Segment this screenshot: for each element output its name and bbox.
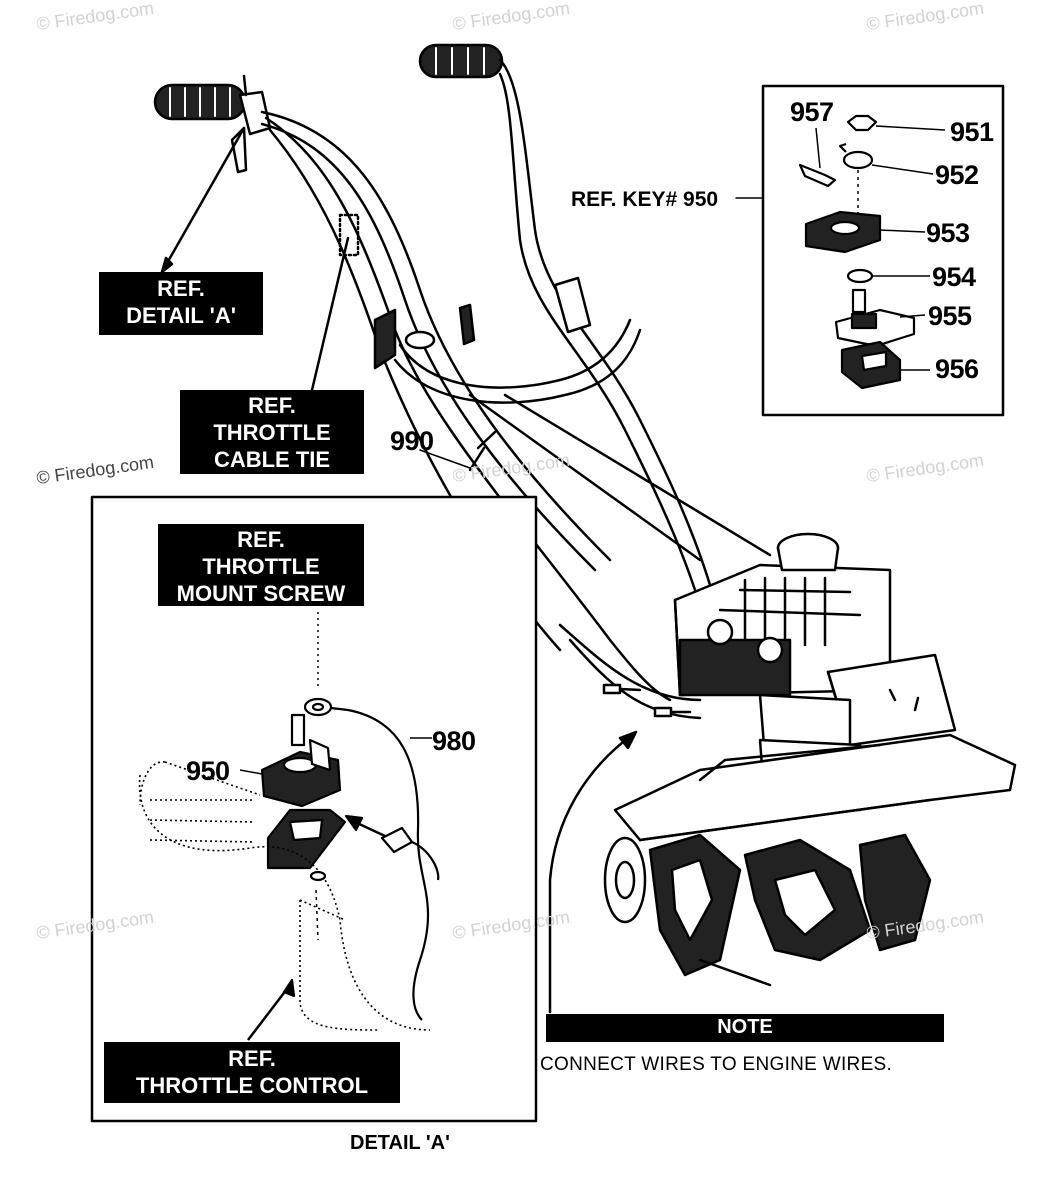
detail-a-caption: DETAIL 'A' [350, 1132, 450, 1154]
part-954-label: 954 [932, 262, 976, 292]
ref-throttle-control-box: REF. THROTTLE CONTROL [104, 1042, 400, 1103]
ref-mount-screw-line3: MOUNT SCREW [176, 581, 346, 606]
right-handle-grip [418, 43, 504, 79]
part-950-label: 950 [186, 756, 230, 786]
part-955-label: 955 [928, 301, 972, 331]
part-980-label: 980 [432, 726, 476, 756]
part-953-label: 953 [926, 218, 970, 248]
ref-cable-tie-line2: THROTTLE [213, 420, 331, 445]
ref-throttle-control-line1: REF. [228, 1046, 276, 1071]
part-957-label: 957 [790, 97, 834, 127]
part-956-label: 956 [935, 354, 979, 384]
note-text: CONNECT WIRES TO ENGINE WIRES. [540, 1054, 893, 1075]
note-title-box: NOTE [546, 1014, 944, 1042]
ref-detail-a-line2: DETAIL 'A' [126, 303, 236, 328]
part-951-label: 951 [950, 117, 994, 147]
ref-mount-screw-line2: THROTTLE [202, 554, 320, 579]
part-990-label: 990 [390, 426, 434, 456]
ref-throttle-control-line2: THROTTLE CONTROL [135, 1073, 369, 1098]
ref-cable-tie-box: REF. THROTTLE CABLE TIE [180, 390, 364, 474]
ref-mount-screw-box: REF. THROTTLE MOUNT SCREW [158, 524, 364, 606]
parts-inset [761, 84, 1005, 417]
part-952-label: 952 [935, 160, 979, 190]
ref-cable-tie-line3: CABLE TIE [213, 447, 331, 472]
ref-mount-screw-line1: REF. [237, 527, 285, 552]
ref-detail-a-line1: REF. [157, 276, 205, 301]
ref-key-label: REF. KEY# 950 [571, 188, 719, 211]
tines [603, 833, 932, 987]
left-handle-grip [153, 74, 272, 174]
ref-cable-tie-line1: REF. [248, 393, 296, 418]
tine-shield [613, 733, 1017, 842]
ref-detail-a-box: REF. DETAIL 'A' [99, 272, 263, 335]
